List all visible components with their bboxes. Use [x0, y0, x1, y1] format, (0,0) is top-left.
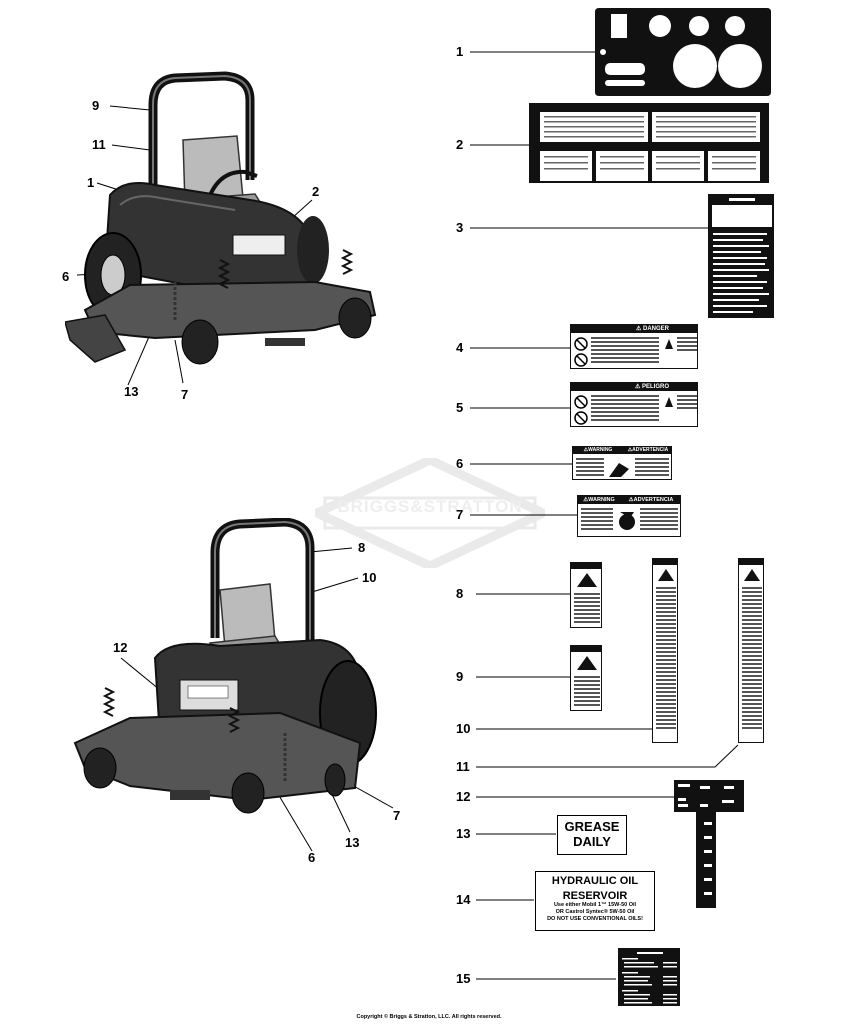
briggs-stratton-watermark-logo [315, 458, 545, 568]
decal-5-header: ⚠ PELIGRO [571, 383, 697, 391]
decal-7-warning-header: ⚠WARNING [578, 496, 620, 504]
grease-line-2: DAILY [573, 834, 611, 849]
callout-upper-1: 1 [87, 175, 95, 190]
callout-upper-13: 13 [124, 384, 139, 399]
callout-right-11: 11 [456, 759, 470, 774]
watermark-text: BRIGGS&STRATTON [337, 497, 523, 516]
decal-4-header: ⚠ DANGER [571, 325, 697, 333]
rollover-icon [744, 569, 760, 581]
callout-right-12: 12 [456, 789, 471, 804]
decal-14-hydraulic-oil-reservoir: HYDRAULIC OIL RESERVOIR Use either Mobil… [535, 871, 655, 931]
callout-lower-8: 8 [358, 540, 366, 555]
decal-5-peligro: ⚠ PELIGRO [570, 382, 698, 427]
amputation-hazard-icon [619, 512, 635, 530]
hand-hazard-icon [574, 411, 588, 425]
callout-right-9: 9 [456, 669, 464, 684]
grease-line-1: GREASE [564, 819, 620, 834]
decal-7-advertencia-header: ⚠ADVERTENCIA [620, 496, 680, 504]
callout-lower-10: 10 [362, 570, 377, 585]
callout-right-4: 4 [456, 340, 464, 355]
decal-15-service-parts-list [618, 948, 680, 1006]
callout-right-10: 10 [456, 721, 471, 736]
decal-12-cutting-height-gauge [674, 780, 744, 908]
callout-lower-7: 7 [393, 808, 401, 823]
decal-3-fuel-system [708, 194, 774, 318]
callout-right-15: 15 [456, 971, 471, 986]
callout-upper-2: 2 [312, 184, 320, 199]
decal-4-danger: ⚠ DANGER [570, 324, 698, 369]
blade-hazard-icon [665, 397, 673, 407]
callout-lower-13: 13 [345, 835, 360, 850]
decal-9-rops-advertencia [570, 645, 602, 711]
hand-hazard-icon [574, 353, 588, 367]
decal-1-dash-panel [595, 8, 771, 96]
callout-upper-7: 7 [181, 387, 189, 402]
decal-8-rops-warning [570, 562, 602, 628]
hydraulic-line-3: Use either Mobil 1™ 15W-50 Oil [553, 902, 637, 908]
hydraulic-line-4: OR Castrol Syntec® 5W-50 Oil [555, 909, 635, 915]
callout-right-3: 3 [456, 220, 464, 235]
callout-right-8: 8 [456, 586, 464, 601]
decal-10-rops-tall-warning [652, 558, 678, 743]
hydraulic-line-2: RESERVOIR [562, 890, 628, 902]
callout-right-14: 14 [456, 892, 471, 907]
callout-right-2: 2 [456, 137, 464, 152]
callout-lower-12: 12 [113, 640, 128, 655]
decal-2-warning-panel [529, 103, 769, 183]
zero-turn-mower-rear-view [73, 518, 377, 814]
decal-6-warning-header: ⚠WARNING [573, 447, 623, 454]
callout-right-1: 1 [456, 44, 464, 59]
no-passengers-icon [574, 337, 588, 351]
zero-turn-mower-front-view [65, 71, 377, 365]
callout-right-5: 5 [456, 400, 464, 415]
callout-upper-6: 6 [62, 269, 70, 284]
decal-11-rops-tall-advertencia [738, 558, 764, 743]
no-passengers-icon [574, 395, 588, 409]
rollover-icon [658, 569, 674, 581]
hydraulic-line-5: DO NOT USE CONVENTIONAL OILS! [547, 916, 643, 922]
decal-13-grease-daily: GREASE DAILY [557, 815, 627, 855]
pinch-hand-icon [609, 463, 629, 477]
callout-right-6: 6 [456, 456, 464, 471]
callout-upper-9: 9 [92, 98, 100, 113]
decal-6-advertencia-header: ⚠ADVERTENCIA [623, 447, 671, 454]
rollover-icon [577, 656, 597, 670]
hydraulic-line-1: HYDRAULIC OIL [551, 875, 639, 887]
decal-6-pinch-point: ⚠WARNING ⚠ADVERTENCIA [572, 446, 672, 480]
copyright-notice: Copyright © Briggs & Stratton, LLC. All … [356, 1014, 502, 1020]
callout-right-13: 13 [456, 826, 471, 841]
rollover-icon [577, 573, 597, 587]
callout-lower-6: 6 [308, 850, 316, 865]
callout-upper-11: 11 [92, 137, 106, 152]
decal-7-amputation: ⚠WARNING ⚠ADVERTENCIA [577, 495, 681, 537]
blade-hazard-icon [665, 339, 673, 349]
callout-right-7: 7 [456, 507, 464, 522]
